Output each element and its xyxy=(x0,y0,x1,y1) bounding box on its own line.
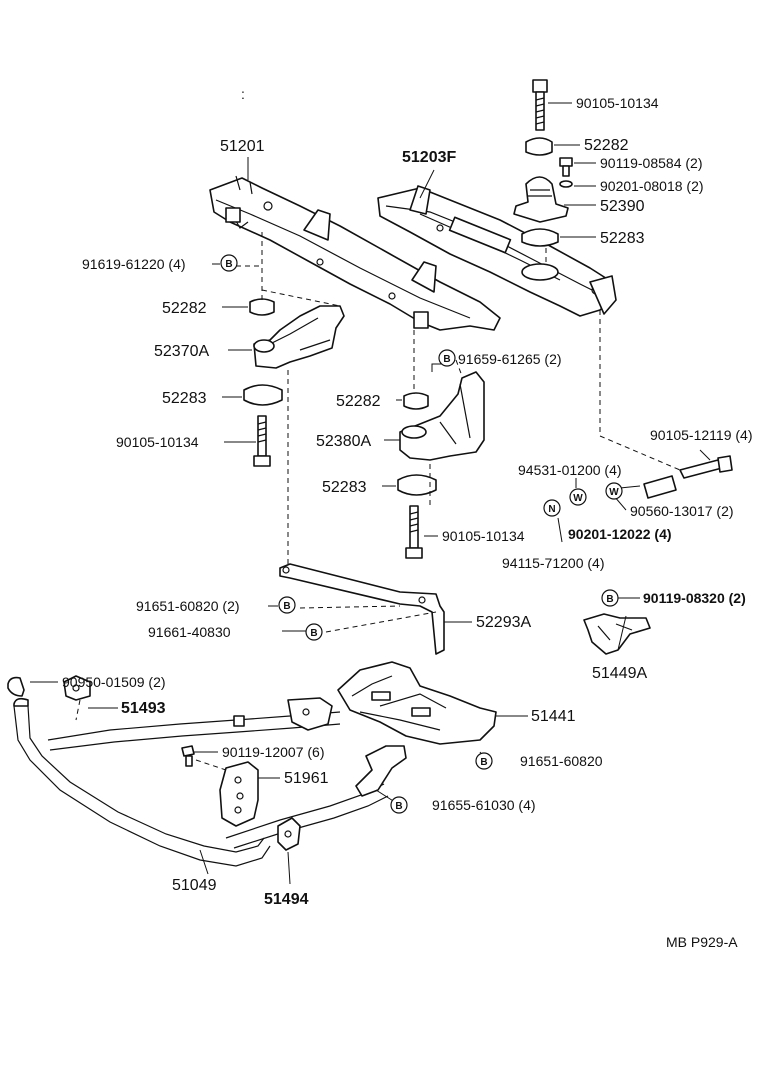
marker-w-94531: W xyxy=(569,488,587,506)
label-91659-61265: 91659-61265 (2) xyxy=(458,351,562,367)
label-52282-top: 52282 xyxy=(584,137,629,154)
cushion-52282-left xyxy=(249,298,275,316)
label-91661-40830: 91661-40830 xyxy=(148,624,231,640)
bolt-90119-08584 xyxy=(559,157,573,177)
bolt-90105-10134-mid xyxy=(405,505,423,559)
stray-mark: : xyxy=(241,86,245,102)
marker-w-90201: W xyxy=(605,482,623,500)
label-52380a: 52380A xyxy=(316,433,371,450)
marker-b-91655: B xyxy=(390,796,408,814)
bracket-51494 xyxy=(277,817,301,851)
label-91655-61030: 91655-61030 (4) xyxy=(432,797,536,813)
svg-text:B: B xyxy=(310,628,317,639)
label-91651-60820-b: 91651-60820 xyxy=(520,753,603,769)
label-51494: 51494 xyxy=(264,891,309,908)
marker-n-94115: N xyxy=(543,499,561,517)
label-52370a: 52370A xyxy=(154,343,209,360)
marker-b-91661: B xyxy=(305,623,323,641)
bolt-90105-10134-left xyxy=(253,415,271,467)
label-52283-mid: 52283 xyxy=(322,479,367,496)
label-90950-01509: 90950-01509 (2) xyxy=(62,674,166,690)
label-51049: 51049 xyxy=(172,877,217,894)
label-51961: 51961 xyxy=(284,770,329,787)
marker-b-90119-08320: B xyxy=(601,589,619,607)
svg-text:N: N xyxy=(548,504,555,515)
label-90105-10134-left: 90105-10134 xyxy=(116,434,199,450)
label-52390: 52390 xyxy=(600,198,645,215)
svg-text:B: B xyxy=(395,801,402,812)
label-51441: 51441 xyxy=(531,708,576,725)
bracket-51493 xyxy=(63,675,333,731)
bracket-right-arm xyxy=(355,745,407,797)
label-90105-12119: 90105-12119 (4) xyxy=(650,427,752,443)
label-90119-08584: 90119-08584 (2) xyxy=(600,155,702,171)
crossmember-51203f xyxy=(377,185,617,317)
label-51201: 51201 xyxy=(220,138,265,155)
label-94531-01200: 94531-01200 (4) xyxy=(518,462,622,478)
bolt-90105-12119 xyxy=(679,455,733,479)
label-90560-13017: 90560-13017 (2) xyxy=(630,503,734,519)
svg-text:W: W xyxy=(573,493,583,504)
footer-code: MB P929-A xyxy=(666,934,738,950)
label-94115-71200: 94115-71200 (4) xyxy=(502,555,604,571)
bolt-90119-12007 xyxy=(181,745,195,767)
assembly-dashed-lines xyxy=(75,232,681,771)
label-90119-08320: 90119-08320 (2) xyxy=(643,590,746,606)
svg-text:B: B xyxy=(225,259,232,270)
bracket-52370a xyxy=(253,305,345,369)
skid-plate-51441 xyxy=(337,661,497,745)
washer-90201-08018 xyxy=(559,180,573,188)
label-90201-08018: 90201-08018 (2) xyxy=(600,178,704,194)
label-51449a: 51449A xyxy=(592,665,647,682)
marker-b-91651-b: B xyxy=(475,752,493,770)
bracket-52380a xyxy=(399,371,485,461)
label-90105-10134-top: 90105-10134 xyxy=(576,95,659,111)
svg-text:B: B xyxy=(606,594,613,605)
label-91619-61220: 91619-61220 (4) xyxy=(82,256,186,272)
svg-text:B: B xyxy=(283,601,290,612)
svg-text:B: B xyxy=(443,354,450,365)
marker-b-91659: B xyxy=(438,349,456,367)
strut-52293a xyxy=(279,563,445,655)
label-90201-12022: 90201-12022 (4) xyxy=(568,526,672,542)
bracket-51961 xyxy=(219,761,259,827)
mount-52390 xyxy=(513,176,569,223)
label-52282-left: 52282 xyxy=(162,300,207,317)
label-52293a: 52293A xyxy=(476,614,531,631)
part-labels: : 51201 51203F 90105-10134 52282 90119-0… xyxy=(62,86,752,950)
bracket-51449a xyxy=(583,613,651,655)
label-90105-10134-mid: 90105-10134 xyxy=(442,528,525,544)
marker-b-91651-a: B xyxy=(278,596,296,614)
collar-90560-13017 xyxy=(643,475,677,499)
cushion-52283-left xyxy=(243,384,283,406)
marker-b-91619: B xyxy=(220,254,238,272)
cushion-52282-mid xyxy=(403,392,429,410)
label-51493: 51493 xyxy=(121,700,166,717)
bolt-90105-10134-top xyxy=(532,79,548,131)
label-91651-60820-a: 91651-60820 (2) xyxy=(136,598,240,614)
label-52283-left: 52283 xyxy=(162,390,207,407)
label-90119-12007: 90119-12007 (6) xyxy=(222,744,324,760)
label-52282-mid: 52282 xyxy=(336,393,381,410)
cushion-52282-top xyxy=(525,137,553,156)
cushion-52283-mid xyxy=(397,474,437,496)
svg-text:B: B xyxy=(480,757,487,768)
svg-text:W: W xyxy=(609,487,619,498)
label-52283-top: 52283 xyxy=(600,230,645,247)
cushion-52283-top xyxy=(521,228,559,247)
crossmember-51201 xyxy=(209,175,501,331)
label-51203f: 51203F xyxy=(402,149,456,166)
